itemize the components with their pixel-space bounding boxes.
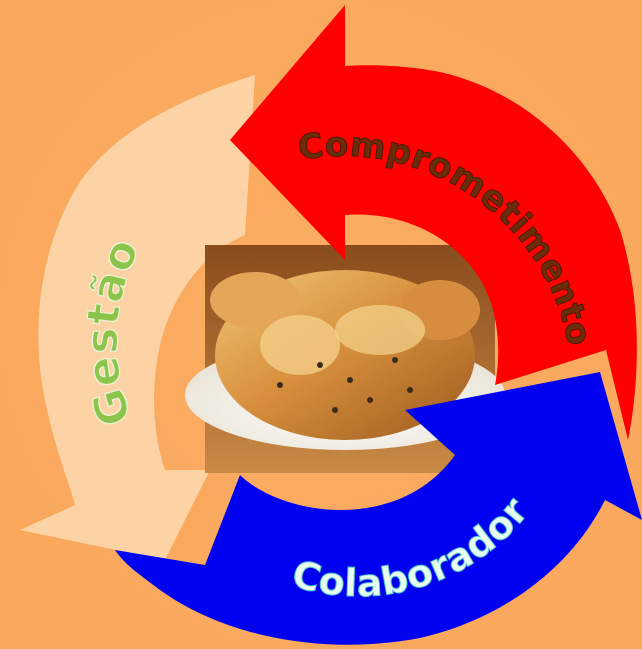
cycle-diagram-svg: Comprometimento Gestão Colaborador xyxy=(0,0,642,649)
cycle-diagram: Comprometimento Gestão Colaborador xyxy=(0,0,642,649)
